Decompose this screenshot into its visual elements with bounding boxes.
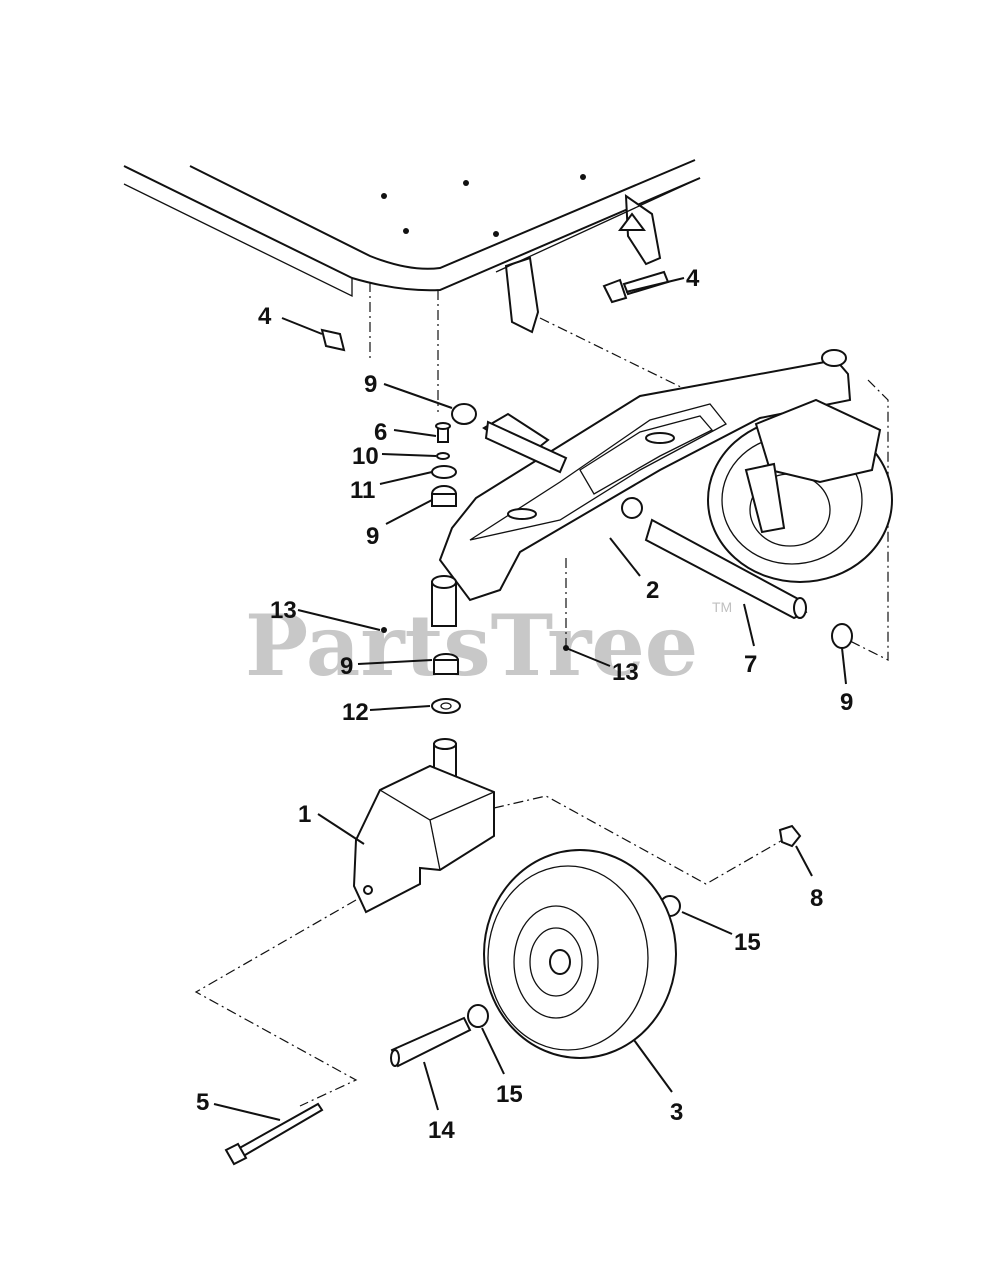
- callout-15-right: 15: [734, 929, 761, 956]
- callout-4-left: 4: [258, 303, 272, 330]
- callout-6: 6: [374, 419, 387, 446]
- callout-1: 1: [298, 801, 311, 828]
- callout-9-top: 9: [364, 371, 377, 398]
- callout-7: 7: [744, 651, 757, 678]
- callout-15-left: 15: [496, 1081, 523, 1108]
- axle-rod: [644, 518, 808, 620]
- callout-3: 3: [670, 1099, 683, 1126]
- callout-8: 8: [810, 885, 823, 912]
- callout-13-right: 13: [612, 659, 639, 686]
- watermark-text: PartsTree: [245, 596, 698, 695]
- small-parts: [320, 270, 853, 1028]
- callout-2: 2: [646, 577, 659, 604]
- lower-wheel: [483, 849, 677, 1059]
- callout-14: 14: [428, 1117, 455, 1144]
- axle-bolts: [224, 1016, 472, 1166]
- callout-5: 5: [196, 1089, 209, 1116]
- deck-corner: [123, 159, 701, 334]
- callout-4-right: 4: [686, 265, 700, 292]
- upper-wheel: [707, 398, 893, 583]
- caster-fork: [352, 738, 495, 914]
- callout-9-pivot: 9: [366, 523, 379, 550]
- callout-10: 10: [352, 443, 379, 470]
- watermark: PartsTree TM: [245, 596, 732, 695]
- callout-9-right: 9: [840, 689, 853, 716]
- callout-9-lower: 9: [340, 653, 353, 680]
- callout-11: 11: [350, 477, 375, 504]
- watermark-trademark: TM: [712, 599, 732, 615]
- leader-lines: [213, 277, 847, 1121]
- callout-12: 12: [342, 699, 369, 726]
- callout-labels: 4 4 9 6 10 11 9 2 13 13 9 7 9 12 1 8 15 …: [196, 265, 853, 1144]
- callout-13-left: 13: [270, 597, 297, 624]
